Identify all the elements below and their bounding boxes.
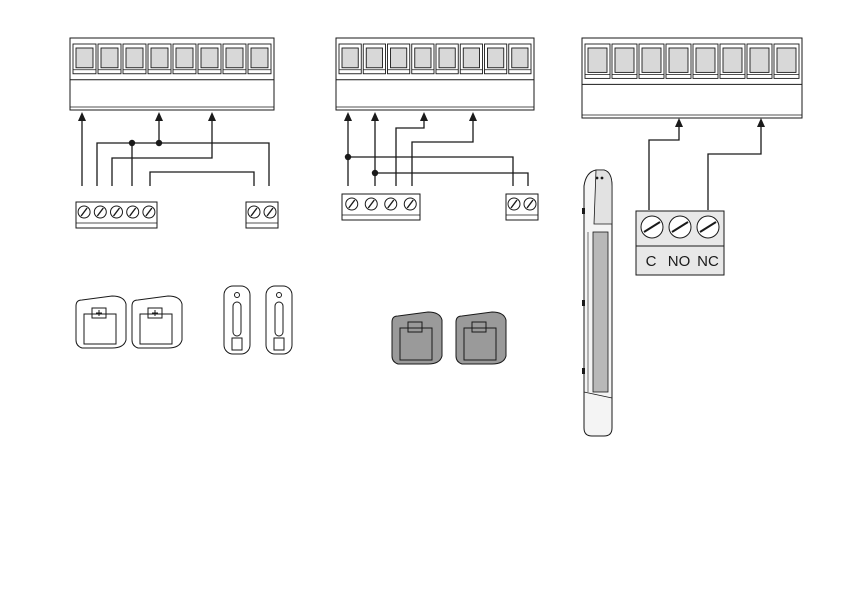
relay-label-no: NO: [668, 253, 691, 270]
arrow-head: [757, 118, 765, 127]
terminal-key: [750, 48, 769, 72]
arrow-head: [371, 112, 379, 121]
terminal-key: [588, 48, 607, 72]
terminal-key: [439, 48, 455, 68]
terminal-key: [251, 48, 268, 68]
controller-terminal-strip-2: [336, 38, 534, 110]
relay-terminal-block: C NO NC: [636, 211, 724, 275]
junction-dot: [372, 170, 378, 176]
terminal-key: [777, 48, 796, 72]
junction-dot: [345, 154, 351, 160]
arrow-head: [675, 118, 683, 127]
terminal-key: [669, 48, 688, 72]
photocell-rx-terminal-2: [506, 194, 538, 220]
terminal-key: [342, 48, 358, 68]
terminal-key: [226, 48, 243, 68]
photocell-dark-left: [392, 312, 442, 364]
safety-sensor-bar: [582, 170, 612, 436]
terminal-key: [101, 48, 118, 68]
relay-label-nc: NC: [697, 253, 719, 270]
panel-3: C NO NC: [582, 38, 802, 436]
terminal-key: [76, 48, 93, 68]
photocell-square-right: [132, 296, 182, 348]
junction-dot: [156, 140, 162, 146]
arrow-head: [420, 112, 428, 121]
terminal-key: [176, 48, 193, 68]
arrow-head: [344, 112, 352, 121]
terminal-key: [126, 48, 143, 68]
terminal-key: [415, 48, 431, 68]
arrow-head: [78, 112, 86, 121]
photocell-tx-terminal-2: [342, 194, 420, 220]
terminal-key: [642, 48, 661, 72]
terminal-key: [512, 48, 528, 68]
controller-terminal-strip-1: [70, 38, 274, 110]
terminal-key: [488, 48, 504, 68]
relay-label-c: C: [646, 253, 657, 270]
terminal-key: [391, 48, 407, 68]
panel-2: [336, 38, 538, 364]
terminal-key: [366, 48, 382, 68]
panel-1: [70, 38, 292, 354]
photocell-column-left: [224, 286, 250, 354]
junction-dot: [129, 140, 135, 146]
photocell-square-left: [76, 296, 126, 348]
terminal-key: [463, 48, 479, 68]
terminal-key: [151, 48, 168, 68]
wiring-panel-3: [649, 118, 765, 210]
photocell-dark-right: [456, 312, 506, 364]
relay-screw-c: [641, 216, 663, 238]
relay-screw-nc: [697, 216, 719, 238]
terminal-key: [615, 48, 634, 72]
relay-screw-no: [669, 216, 691, 238]
terminal-key: [201, 48, 218, 68]
arrow-head: [469, 112, 477, 121]
photocell-column-right: [266, 286, 292, 354]
photocell-rx-terminal-1: [246, 202, 278, 228]
arrow-head: [208, 112, 216, 121]
terminal-key: [696, 48, 715, 72]
terminal-key: [723, 48, 742, 72]
wiring-panel-2: [344, 112, 528, 186]
wiring-panel-1: [78, 112, 269, 186]
arrow-head: [155, 112, 163, 121]
controller-terminal-strip-3: [582, 38, 802, 118]
photocell-tx-terminal-1: [76, 202, 157, 228]
